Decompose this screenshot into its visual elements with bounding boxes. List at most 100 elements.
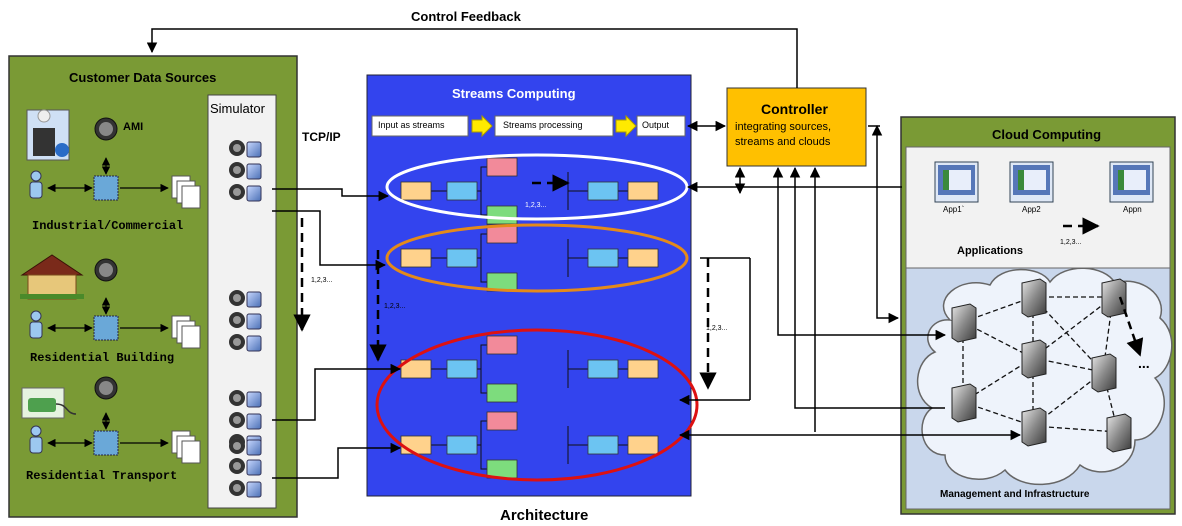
graph-node [627,181,659,201]
house-icon [20,254,84,300]
apps-group [934,161,1154,203]
server-body [1106,413,1132,453]
graph-node [486,205,518,225]
pipeline-processing-box [494,115,614,137]
server-body [1101,278,1127,318]
graph-node [446,435,478,455]
meter-face [99,381,113,395]
app-window-icon [1109,161,1154,203]
controller-subtitle-2: streams and clouds [735,136,831,148]
server-body [1021,278,1047,318]
meter-icon [94,258,118,282]
document-sheet [181,185,201,209]
meter-face [99,263,113,277]
graph-node [587,359,619,379]
documents-icon [171,430,201,464]
customer-sources [20,109,201,464]
simulator-label: Simulator [210,101,265,116]
meter-icon [94,117,118,141]
sim-monitor [246,439,262,456]
infra-label: Management and Infrastructure [940,489,1090,500]
graph-node [587,435,619,455]
person-icon [29,170,43,199]
person-body [29,181,43,199]
source-label-industrial: Industrial/Commercial [32,219,184,233]
house-lawn [20,294,84,299]
graph-tail-edges [567,426,628,464]
graph-node [587,248,619,268]
streams-computing-panel [366,74,699,497]
pipeline-arrow-1 [471,114,493,138]
sim-monitor [246,335,262,352]
dashed-sequence-arrows [293,174,1100,390]
simulated-device-icon [229,290,262,308]
server-body [1021,407,1047,447]
sim-to-stream3-arrow [272,363,402,421]
streams-panel-title: Streams Computing [452,86,576,101]
graph-edges [431,420,487,470]
simulated-device-icon [229,184,262,202]
source-label-residential-transport: Residential Transport [26,469,178,483]
person-body [29,321,43,339]
server-dashed-arrow [1118,296,1144,357]
vehicle-cable [55,403,77,415]
simulated-device-icon [229,480,262,498]
vehicle-icon [21,387,77,419]
servers-ellipsis: ... [1138,355,1150,371]
pipeline-output-label: Output [642,120,670,130]
sim-meter-face [233,166,241,174]
seq-label-streams: 1,2,3... [384,303,406,310]
simulated-device-icon [229,438,262,456]
person-head [30,425,42,437]
sim-meter-face [233,316,241,324]
simulator-devices [229,140,262,498]
gateway-icon [93,175,119,201]
sim-meter-face [233,338,241,346]
controller-infra-arrow-1 [772,166,947,341]
meter-icon [94,376,118,400]
stream3-feedback-arrow [680,258,751,400]
graph-node [446,181,478,201]
cloud-computing-panel [900,116,1176,515]
meter-face [99,122,113,136]
graph-tail-edges [567,239,628,277]
simulated-device-icon [229,334,262,352]
document-sheet [181,440,201,464]
documents-icon [171,315,201,349]
server-link [1032,425,1119,433]
sim-monitor [246,141,262,158]
sim-monitor [246,481,262,498]
sim-meter-face [233,188,241,196]
ami-label: AMI [123,121,144,133]
app-window-content [1118,170,1146,190]
pipeline-input-box [371,115,469,137]
simulated-device-icon [229,458,262,476]
seq-label-apps: 1,2,3... [1060,239,1082,246]
app-label-1: App1` [943,205,965,214]
controller-cloud-arrow [871,124,900,324]
stream-graph-4 [400,411,659,479]
simulated-device-icon [229,390,262,408]
pipeline-processing-label: Streams processing [503,120,583,130]
sim-monitor [246,313,262,330]
app-window-sidebar [943,170,949,190]
graph-node [627,359,659,379]
sim-monitor [246,459,262,476]
factory-building [33,128,55,156]
server-body [1021,339,1047,379]
server-icon [1106,413,1132,453]
app-window-content [943,170,971,190]
server-icon [1021,407,1047,447]
pipeline-output-box [636,115,686,137]
person-head [30,170,42,182]
graph-node [486,335,518,355]
documents-icon [171,175,201,209]
app-window-sidebar [1018,170,1024,190]
graph-node [486,459,518,479]
sim-monitor [246,163,262,180]
stream-ellipse-red [375,328,699,482]
control-feedback-label: Control Feedback [411,9,521,24]
sim-meter-face [233,442,241,450]
server-icon [951,383,977,423]
